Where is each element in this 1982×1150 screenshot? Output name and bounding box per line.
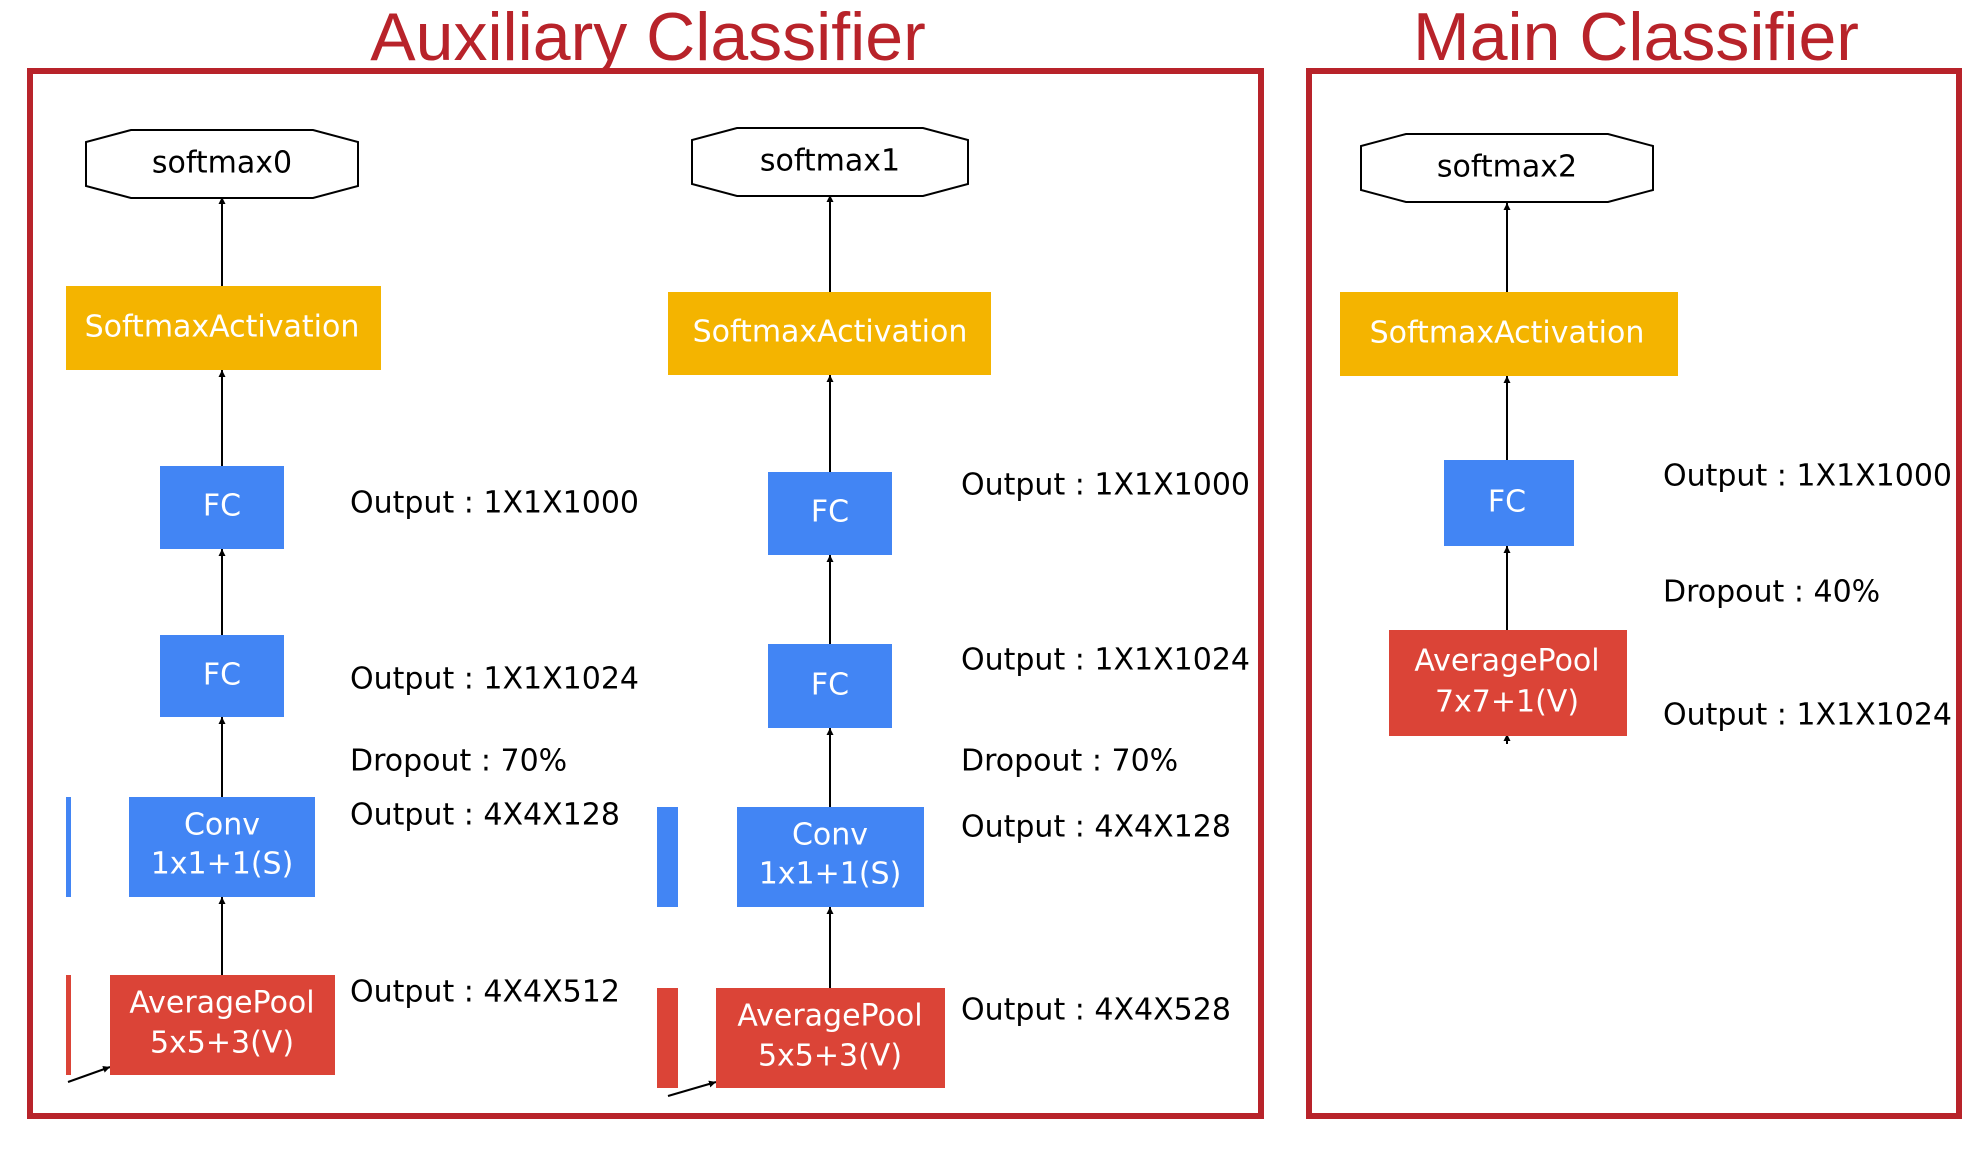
conv-output-annotation: Output : 4X4X128 bbox=[961, 810, 1231, 845]
fc-output-annotation: Output : 1X1X1024 bbox=[961, 643, 1250, 678]
fc-label: FC bbox=[811, 668, 849, 703]
conv-label-line2: 1x1+1(S) bbox=[151, 847, 294, 882]
pool-output-annotation: Output : 1X1X1024 bbox=[1663, 698, 1952, 733]
fc-output-annotation: Output : 1X1X1024 bbox=[350, 662, 639, 697]
pool-label-line1: AveragePool bbox=[737, 999, 922, 1034]
softmax-activation-node bbox=[1340, 292, 1678, 376]
average-pool-node bbox=[110, 975, 335, 1075]
fc-node bbox=[768, 472, 892, 555]
fc-node bbox=[160, 635, 284, 717]
fc-label: FC bbox=[1488, 485, 1526, 520]
main-classifier-frame bbox=[1306, 68, 1962, 1119]
softmax-activation-node bbox=[668, 292, 991, 375]
softmax-activation-label: SoftmaxActivation bbox=[1370, 316, 1645, 351]
fc-node bbox=[160, 466, 284, 549]
softmax-activation-node bbox=[66, 286, 381, 370]
pool-output-annotation: Output : 4X4X512 bbox=[350, 975, 620, 1010]
average-pool-node bbox=[1389, 630, 1627, 736]
dropout-annotation: Dropout : 70% bbox=[961, 744, 1178, 779]
conv-label-line1: Conv bbox=[184, 808, 260, 843]
auxiliary-classifier-frame bbox=[27, 68, 1264, 1119]
auxiliary-classifier-title: Auxiliary Classifier bbox=[370, 0, 925, 75]
fc-output-annotation: Output : 1X1X1000 bbox=[1663, 459, 1952, 494]
dropout-annotation: Dropout : 40% bbox=[1663, 575, 1880, 610]
conv-output-annotation: Output : 4X4X128 bbox=[350, 798, 620, 833]
softmax-node bbox=[85, 129, 359, 199]
edge-input bbox=[667, 1080, 717, 1097]
softmax-activation-label: SoftmaxActivation bbox=[693, 315, 968, 350]
average-pool-node bbox=[716, 988, 945, 1088]
dropout-annotation: Dropout : 70% bbox=[350, 744, 567, 779]
aux-classifier-0: softmax0 SoftmaxActivation FC FC Conv 1x… bbox=[66, 129, 639, 1083]
pool-side-bar bbox=[657, 988, 678, 1088]
conv-side-bar bbox=[657, 807, 678, 907]
main-classifier-title: Main Classifier bbox=[1413, 0, 1859, 75]
pool-output-annotation: Output : 4X4X528 bbox=[961, 993, 1231, 1028]
conv-node bbox=[737, 807, 924, 907]
conv-node bbox=[129, 797, 315, 897]
pool-label-line1: AveragePool bbox=[1414, 644, 1599, 679]
fc-output-annotation: Output : 1X1X1000 bbox=[350, 486, 639, 521]
fc-node bbox=[1444, 460, 1574, 546]
softmax-node bbox=[691, 127, 969, 197]
softmax-label: softmax0 bbox=[152, 146, 292, 181]
fc-label: FC bbox=[811, 495, 849, 530]
conv-label-line2: 1x1+1(S) bbox=[759, 857, 902, 892]
softmax-node bbox=[1360, 133, 1654, 203]
softmax-activation-label: SoftmaxActivation bbox=[85, 310, 360, 345]
fc-label: FC bbox=[203, 489, 241, 524]
pool-side-bar bbox=[66, 975, 71, 1075]
main-classifier: softmax2 SoftmaxActivation FC AveragePoo… bbox=[1340, 133, 1952, 744]
softmax-label: softmax1 bbox=[760, 144, 900, 179]
fc-label: FC bbox=[203, 658, 241, 693]
pool-label-line1: AveragePool bbox=[129, 986, 314, 1021]
aux-classifier-1: softmax1 SoftmaxActivation FC FC Conv 1x… bbox=[657, 127, 1250, 1097]
pool-label-line2: 7x7+1(V) bbox=[1435, 685, 1579, 720]
pool-label-line2: 5x5+3(V) bbox=[758, 1039, 902, 1074]
edge-input bbox=[67, 1066, 111, 1083]
conv-side-bar bbox=[66, 797, 71, 897]
fc-output-annotation: Output : 1X1X1000 bbox=[961, 468, 1250, 503]
pool-label-line2: 5x5+3(V) bbox=[150, 1026, 294, 1061]
softmax-label: softmax2 bbox=[1437, 150, 1577, 185]
conv-label-line1: Conv bbox=[792, 818, 868, 853]
fc-node bbox=[768, 644, 892, 728]
